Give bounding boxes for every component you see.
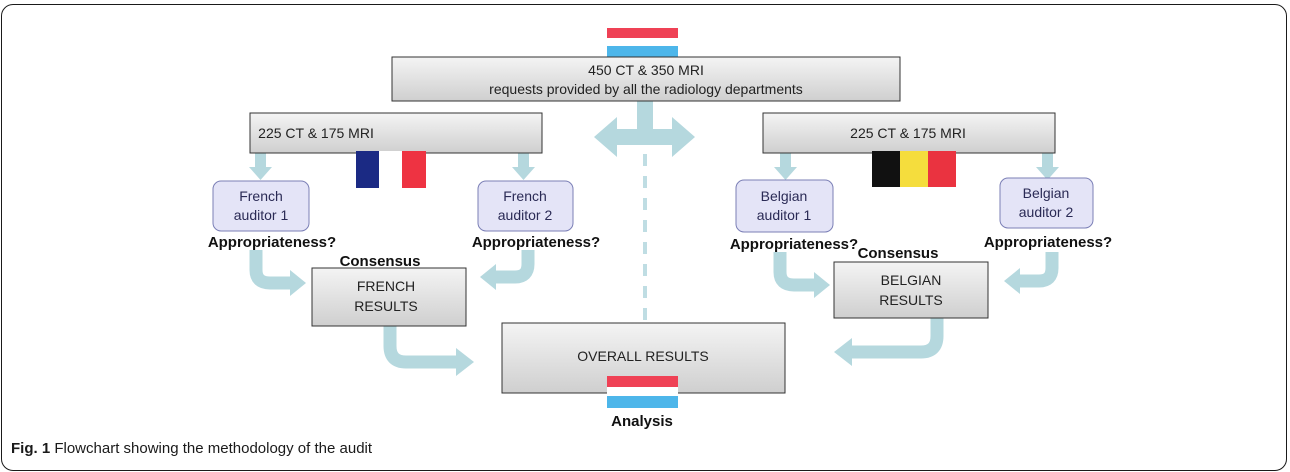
belgian-requests-label: 225 CT & 175 MRI [850, 125, 966, 141]
curved-arrow-ba2-head [1004, 268, 1020, 294]
french-auditor-2-line1: French [503, 188, 547, 204]
french-auditor-1-line1: French [239, 188, 283, 204]
french-results-box [311, 267, 467, 327]
analysis-label: Analysis [611, 413, 673, 430]
french-auditor-2-box [477, 180, 574, 232]
consensus-label-fr: Consensus [340, 253, 421, 270]
belgian-results-box [833, 261, 989, 319]
belgian-results-line2: RESULTS [879, 292, 943, 308]
appropriateness-label-fr-1: Appropriateness? [208, 234, 336, 251]
figure-caption: Fig. 1 Flowchart showing the methodology… [11, 440, 372, 457]
curved-arrow-ba1-head [814, 272, 830, 298]
top-requests-box [391, 56, 901, 102]
down-arrow-belgian-2 [1036, 153, 1059, 180]
caption-label: Fig. 1 [11, 440, 51, 457]
curved-arrow-ba1-stem [773, 252, 816, 292]
belgian-flag [872, 151, 956, 187]
belgian-auditor-1-box [735, 179, 834, 233]
belgian-auditor-2-line1: Belgian [1023, 185, 1070, 201]
french-auditor-1-line2: auditor 1 [234, 207, 289, 223]
french-auditor-1-box [212, 180, 310, 232]
caption-text: Flowchart showing the methodology of the… [54, 440, 373, 457]
belgian-requests-box [762, 112, 1056, 154]
french-requests-box [249, 112, 543, 154]
down-arrow-french-2 [512, 153, 535, 180]
curved-arrow-fr-head [456, 348, 474, 376]
belgian-auditor-1-line2: auditor 1 [757, 207, 812, 223]
double-arrow-stem [637, 101, 653, 131]
curved-arrow-fa1-stem [249, 250, 292, 290]
overall-results-label: OVERALL RESULTS [577, 348, 709, 364]
curved-arrow-be-head [834, 338, 852, 366]
down-arrow-belgian-1 [774, 153, 797, 180]
double-arrow-shape [594, 117, 695, 157]
belgian-results-line1: BELGIAN [881, 272, 942, 288]
belgian-auditor-2-box [999, 177, 1094, 229]
curved-arrow-fa2-stem [494, 250, 535, 284]
curved-arrow-be-stem [850, 318, 944, 359]
consensus-label-be: Consensus [858, 245, 939, 262]
appropriateness-label-be-2: Appropriateness? [984, 234, 1112, 251]
curved-arrow-fa1-head [290, 270, 306, 296]
curved-arrow-ba2-stem [1018, 252, 1059, 288]
belgian-auditor-2-line2: auditor 2 [1019, 204, 1074, 220]
curved-arrow-fa2-head [480, 264, 496, 290]
belgian-auditor-1-line1: Belgian [761, 188, 808, 204]
appropriateness-label-be-1: Appropriateness? [730, 236, 858, 253]
french-results-line1: FRENCH [357, 278, 415, 294]
luxembourg-flag-bottom [607, 376, 678, 408]
curved-arrow-fr-stem [383, 326, 458, 369]
french-auditor-2-line2: auditor 2 [498, 207, 553, 223]
top-box-line1: 450 CT & 350 MRI [588, 62, 704, 78]
down-arrow-french-1 [249, 153, 272, 180]
french-results-line2: RESULTS [354, 298, 418, 314]
appropriateness-label-fr-2: Appropriateness? [472, 234, 600, 251]
luxembourg-flag-top [607, 28, 678, 57]
top-box-line2: requests provided by all the radiology d… [489, 81, 803, 97]
french-requests-label: 225 CT & 175 MRI [258, 125, 374, 141]
french-flag [356, 151, 426, 188]
